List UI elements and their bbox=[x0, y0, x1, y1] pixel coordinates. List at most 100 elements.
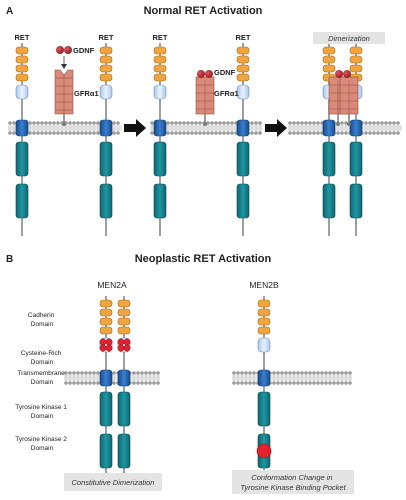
gdnf-label-1: GDNF bbox=[73, 46, 95, 55]
cadherin-domain bbox=[15, 73, 29, 82]
cadherin-domain bbox=[349, 64, 363, 73]
cysteine-mutation-marker bbox=[117, 344, 125, 352]
men2a-caption: Constitutive Dimerization bbox=[72, 478, 155, 487]
cadherin-domain bbox=[153, 55, 167, 64]
transmembrane-domain bbox=[322, 119, 336, 137]
tyrosine-kinase-1-domain bbox=[236, 141, 250, 177]
tyrosine-kinase-1-domain bbox=[322, 141, 336, 177]
cadherin-domain bbox=[236, 64, 250, 73]
ret-receptor-a5 bbox=[322, 43, 336, 236]
transmembrane-domain bbox=[117, 369, 131, 387]
arrow-right-2 bbox=[265, 119, 287, 137]
cadherin-domain bbox=[99, 326, 113, 335]
cysteine-mutation-marker bbox=[99, 338, 107, 346]
gdnf-dimer-2 bbox=[197, 70, 213, 78]
panel-a-title: Normal RET Activation bbox=[144, 5, 263, 17]
transmembrane-domain bbox=[153, 119, 167, 137]
gdnf-dimer-3 bbox=[335, 70, 351, 78]
cadherin-domain bbox=[153, 73, 167, 82]
transmembrane-domain bbox=[99, 369, 113, 387]
gdnf-subunit bbox=[335, 70, 343, 78]
lipid-bilayer bbox=[288, 121, 402, 135]
ret-label-3: RET bbox=[153, 33, 168, 42]
transmembrane-domain-label: Transmembrane Domain bbox=[17, 370, 66, 386]
mutation-marker bbox=[256, 443, 272, 459]
tyrosine-kinase-2-domain bbox=[322, 183, 336, 219]
cadherin-domain bbox=[99, 46, 113, 55]
transmembrane-domain bbox=[99, 119, 113, 137]
gfra1-label-1: GFRα1 bbox=[74, 89, 99, 98]
tyrosine-kinase-1-domain bbox=[257, 391, 271, 427]
gdnf-subunit bbox=[56, 46, 64, 54]
cadherin-domain bbox=[349, 46, 363, 55]
cadherin-domain bbox=[99, 308, 113, 317]
gdnf-label-2: GDNF bbox=[214, 68, 236, 77]
tyrosine-kinase-2-domain bbox=[99, 183, 113, 219]
tyrosine-kinase-1-domain bbox=[15, 141, 29, 177]
cadherin-domain bbox=[15, 46, 29, 55]
men2b-receptor bbox=[256, 296, 272, 474]
cadherin-domain bbox=[257, 299, 271, 308]
cadherin-domain bbox=[322, 55, 336, 64]
transmembrane-domain bbox=[15, 119, 29, 137]
tyrosine-kinase-2-domain bbox=[117, 433, 131, 469]
tyrosine-kinase-2-domain bbox=[153, 183, 167, 219]
men2b-label: MEN2B bbox=[249, 280, 279, 290]
cadherin-domain bbox=[99, 73, 113, 82]
ret-receptor-a6 bbox=[349, 43, 363, 236]
cysteine-mutation-marker bbox=[105, 344, 113, 352]
panel-b-letter: B bbox=[6, 254, 13, 265]
cadherin-domain bbox=[117, 326, 131, 335]
tyrosine-kinase-1-domain bbox=[99, 391, 113, 427]
men2a-caption-box bbox=[64, 473, 162, 491]
gfra1-coreceptor-2 bbox=[195, 76, 215, 126]
ret-label-2: RET bbox=[99, 33, 114, 42]
men2b-caption: Conformation Change in Tyrosine Kinase B… bbox=[240, 473, 346, 492]
men2a-receptor-right bbox=[117, 296, 131, 474]
cadherin-domain bbox=[99, 317, 113, 326]
cadherin-domain-label: Cadherin Domain bbox=[28, 312, 56, 328]
cysteine-mutation-marker bbox=[99, 344, 107, 352]
tyrosine-kinase-2-domain bbox=[236, 183, 250, 219]
gdnf-subunit bbox=[205, 70, 213, 78]
transmembrane-domain bbox=[236, 119, 250, 137]
panel-a-letter: A bbox=[6, 6, 13, 17]
cadherin-domain bbox=[99, 64, 113, 73]
men2b-caption-box bbox=[232, 470, 354, 494]
gdnf-subunit bbox=[197, 70, 205, 78]
ret-receptor-a3 bbox=[153, 43, 167, 236]
cysteine-mutation-marker bbox=[117, 338, 125, 346]
transmembrane-domain bbox=[257, 369, 271, 387]
cadherin-domain bbox=[322, 64, 336, 73]
tyrosine-kinase-2-domain bbox=[349, 183, 363, 219]
cysteine-rich-domain bbox=[99, 84, 113, 100]
tyrosine-kinase-1-domain bbox=[117, 391, 131, 427]
gfra1-coreceptor-4 bbox=[339, 76, 359, 126]
cysteine-mutation-marker bbox=[105, 338, 113, 346]
tyrosine-kinase-2-domain bbox=[15, 183, 29, 219]
cadherin-domain bbox=[349, 55, 363, 64]
cadherin-domain bbox=[99, 55, 113, 64]
cadherin-domain bbox=[236, 46, 250, 55]
cysteine-domain-label: Cysteine-Rich Domain bbox=[21, 350, 63, 366]
domain-labels: Cadherin Domain Cysteine-Rich Domain Tra… bbox=[15, 312, 67, 452]
cadherin-domain bbox=[15, 55, 29, 64]
cysteine-mutation-marker bbox=[123, 338, 131, 346]
tyrosine-kinase-1-domain bbox=[349, 141, 363, 177]
cadherin-domain bbox=[236, 55, 250, 64]
cadherin-domain bbox=[236, 73, 250, 82]
gfra1-coreceptor-1 bbox=[54, 69, 74, 126]
gdnf-subunit bbox=[343, 70, 351, 78]
cysteine-mutation-marker bbox=[123, 344, 131, 352]
cysteine-rich-domain bbox=[257, 337, 271, 353]
cysteine-rich-domain bbox=[15, 84, 29, 100]
gdnf-subunit bbox=[64, 46, 72, 54]
ret-receptor-a4 bbox=[236, 43, 250, 236]
ret-receptor-a1 bbox=[15, 43, 29, 236]
arrow-right-1 bbox=[124, 119, 146, 137]
tyrosine-kinase-2-domain bbox=[99, 433, 113, 469]
binding-arrow-head bbox=[61, 64, 67, 69]
cadherin-domain bbox=[99, 299, 113, 308]
ret-label-4: RET bbox=[236, 33, 251, 42]
